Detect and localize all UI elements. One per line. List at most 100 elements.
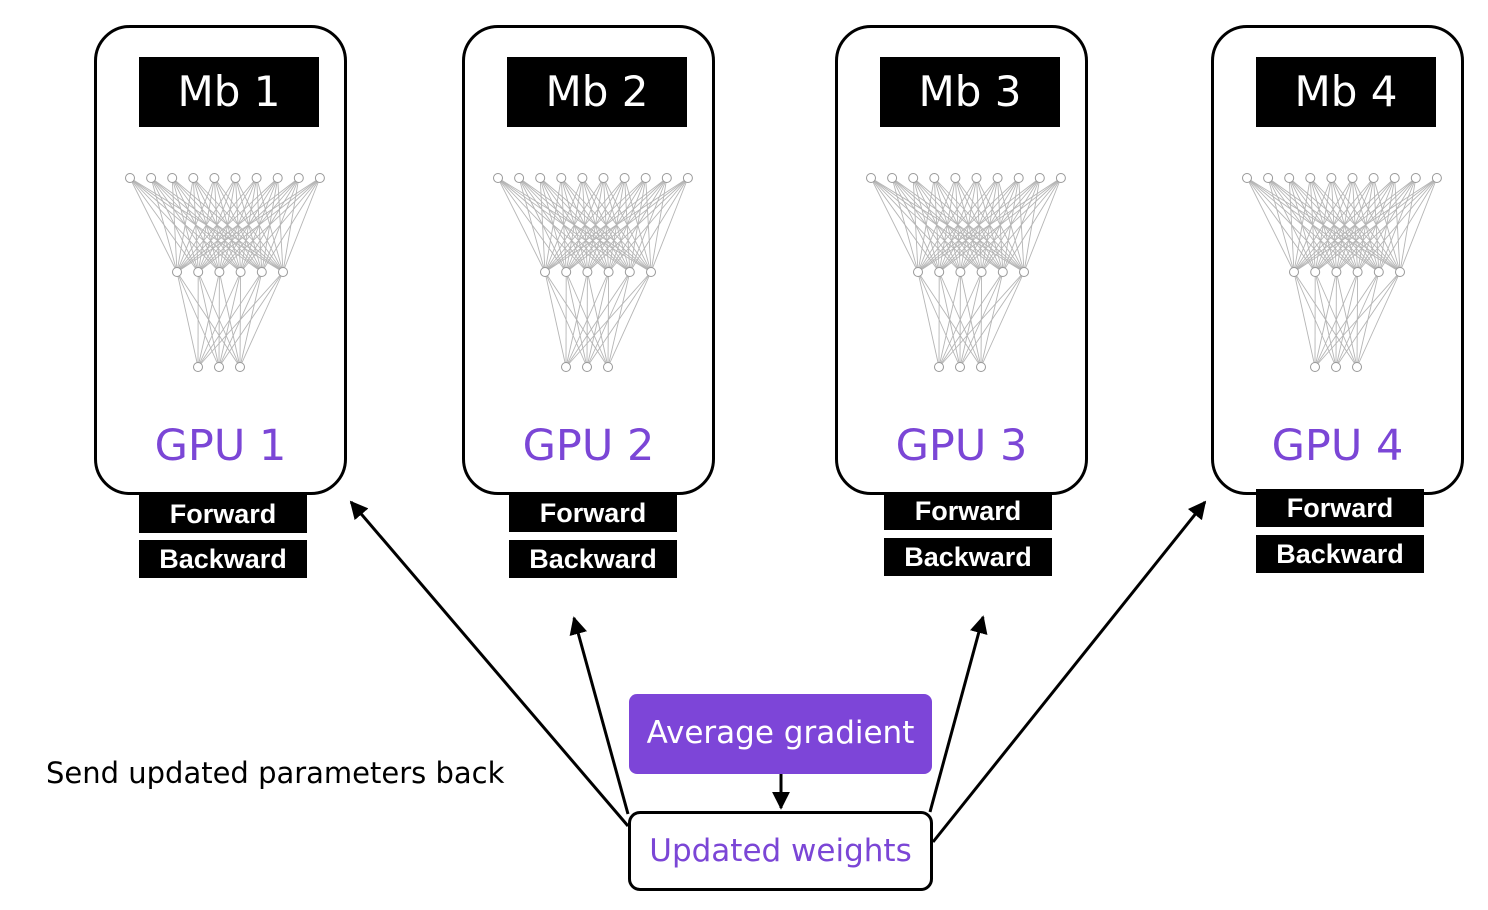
network-edge [960, 177, 1062, 273]
network-edge [1293, 177, 1353, 273]
network-edge [980, 271, 1025, 368]
network-edge [544, 177, 647, 273]
network-edge [917, 177, 956, 273]
network-node [1368, 173, 1379, 183]
network-node [146, 173, 157, 183]
network-node [1310, 267, 1321, 277]
network-node [561, 267, 572, 277]
network-edge [129, 177, 178, 273]
network-edge [1357, 177, 1438, 273]
network-node [1242, 173, 1252, 183]
network-node [214, 362, 224, 372]
network-edge [544, 177, 625, 273]
network-edge [917, 271, 940, 368]
neural-network-icon [1242, 173, 1442, 372]
network-node [272, 173, 283, 183]
gpu-label-2: GPU 2 [522, 421, 655, 471]
network-node [934, 267, 945, 277]
network-edge [197, 271, 284, 368]
network-node [193, 267, 204, 277]
network-node [230, 173, 241, 183]
network-edge [917, 177, 1041, 273]
network-node [661, 173, 672, 183]
network-edge [1293, 177, 1396, 273]
network-node [1284, 173, 1295, 183]
network-node [1013, 173, 1024, 183]
network-edge [565, 177, 689, 273]
network-node [235, 362, 245, 372]
network-edge [1293, 177, 1311, 273]
gpu-label-3: GPU 3 [895, 421, 1028, 471]
network-edge [1293, 177, 1417, 273]
neural-network-icon [493, 173, 693, 372]
network-edge [1378, 177, 1438, 273]
network-edge [1288, 177, 1295, 273]
network-edge [917, 177, 998, 273]
network-edge [544, 177, 562, 273]
network-node [603, 267, 614, 277]
backward-label-3: Backward [884, 538, 1052, 576]
network-node [556, 173, 567, 183]
network-edge [917, 177, 1020, 273]
updated-weights-box: Updated weights [628, 811, 933, 891]
network-node [971, 173, 982, 183]
network-node [1310, 362, 1320, 372]
network-edge [650, 177, 689, 273]
neural-network-icon [125, 173, 325, 372]
network-node [934, 362, 944, 372]
network-node [514, 173, 525, 183]
network-edge [150, 177, 178, 273]
network-node [1352, 362, 1362, 372]
network-node [1373, 267, 1384, 277]
average-gradient-box: Average gradient [629, 694, 932, 774]
gpu-card-2: Mb 2 GPU 2 [462, 25, 715, 495]
network-edge [1314, 177, 1438, 273]
network-node [1305, 173, 1316, 183]
network-node [997, 267, 1008, 277]
network-node [278, 267, 288, 277]
network-node [125, 173, 135, 183]
network-node [908, 173, 919, 183]
network-node [913, 267, 923, 277]
network-edge [587, 177, 689, 273]
network-node [976, 267, 987, 277]
network-edge [565, 271, 652, 368]
network-node [582, 362, 592, 372]
network-edge [219, 177, 321, 273]
network-edge [197, 271, 263, 368]
network-node [1352, 267, 1363, 277]
network-edge [197, 177, 321, 273]
network-edge [544, 177, 689, 273]
network-node [193, 362, 203, 372]
network-edge [917, 177, 935, 273]
network-edge [607, 271, 652, 368]
network-node [1431, 173, 1442, 183]
network-edge [891, 177, 919, 273]
network-edge [565, 271, 610, 368]
network-node [955, 267, 966, 277]
network-edge [544, 271, 567, 368]
network-edge [1293, 177, 1438, 273]
network-edge [1314, 271, 1401, 368]
network-node [603, 362, 613, 372]
network-node [209, 173, 220, 183]
network-node [929, 173, 940, 183]
network-node [1331, 267, 1342, 277]
forward-label-3: Forward [884, 492, 1052, 530]
network-node [624, 267, 635, 277]
network-edge [176, 177, 279, 273]
network-node [955, 362, 965, 372]
network-node [1326, 173, 1337, 183]
forward-label-1: Forward [139, 495, 307, 533]
network-node [293, 173, 304, 183]
network-node [251, 173, 262, 183]
gpu-label-1: GPU 1 [154, 421, 287, 471]
network-node [619, 173, 630, 183]
network-node [887, 173, 898, 183]
network-edge [218, 271, 284, 368]
network-edge [176, 177, 257, 273]
network-node [1019, 267, 1029, 277]
network-node [950, 173, 961, 183]
network-edge [544, 177, 604, 273]
network-edge [544, 177, 668, 273]
